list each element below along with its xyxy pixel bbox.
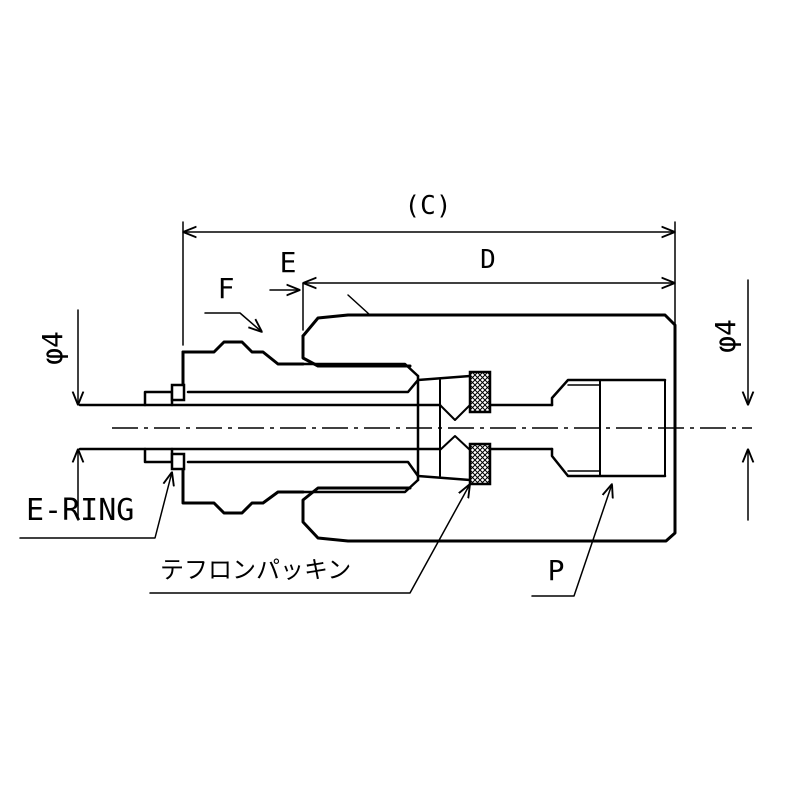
label-port-p: P — [548, 554, 565, 587]
body-outline — [301, 313, 677, 543]
label-diameter-left: φ4 — [36, 331, 69, 365]
label-dimension-f: F — [218, 272, 235, 305]
label-teflon-packing: テフロンパッキン — [160, 556, 351, 584]
dimension-lines — [78, 221, 748, 521]
label-e-ring: E-RING — [26, 493, 134, 528]
leader-lines — [19, 472, 612, 597]
label-diameter-right: φ4 — [709, 319, 742, 353]
label-dimension-d: D — [480, 245, 496, 275]
label-dimension-e: E — [280, 246, 297, 279]
sleeve — [186, 362, 472, 494]
e-ring-parts — [170, 383, 186, 471]
teflon-packing-seal — [468, 370, 492, 486]
label-overall-length-c: (C) — [405, 191, 452, 221]
